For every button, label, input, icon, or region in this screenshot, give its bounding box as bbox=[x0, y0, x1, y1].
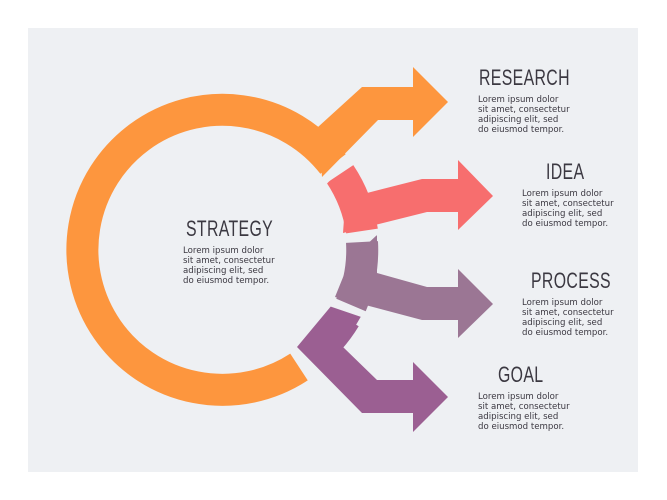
strategy-block: STRATEGY Lorem ipsum dolor sit amet, con… bbox=[183, 216, 307, 287]
text-line: sit amet, consectetur bbox=[522, 308, 614, 318]
research-description: Lorem ipsum dolor sit amet, consectetur … bbox=[478, 95, 605, 135]
text-line: adipiscing elit, sed bbox=[522, 209, 603, 219]
text-line: adipiscing elit, sed bbox=[478, 412, 559, 422]
strategy-ring bbox=[66, 93, 346, 406]
process-title: PROCESS bbox=[531, 268, 611, 293]
research-arrow bbox=[318, 67, 448, 177]
process-arrow bbox=[335, 235, 493, 338]
text-line: sit amet, consectetur bbox=[183, 256, 275, 266]
text-line: Lorem ipsum dolor bbox=[478, 392, 559, 402]
strategy-description: Lorem ipsum dolor sit amet, consectetur … bbox=[183, 246, 307, 286]
text-line: Lorem ipsum dolor bbox=[478, 95, 559, 105]
text-line: Lorem ipsum dolor bbox=[522, 298, 603, 308]
text-line: sit amet, consectetur bbox=[522, 199, 614, 209]
text-line: adipiscing elit, sed bbox=[478, 115, 559, 125]
text-line: do eiusmod tempor. bbox=[522, 219, 609, 229]
goal-arrow bbox=[297, 305, 448, 432]
strategy-title: STRATEGY bbox=[186, 216, 274, 241]
text-line: adipiscing elit, sed bbox=[183, 266, 264, 276]
research-title: RESEARCH bbox=[479, 65, 570, 90]
infographic-background bbox=[28, 28, 638, 472]
text-line: do eiusmod tempor. bbox=[478, 422, 565, 432]
text-line: sit amet, consectetur bbox=[478, 402, 570, 412]
research-block: RESEARCH Lorem ipsum dolor sit amet, con… bbox=[478, 65, 605, 136]
text-line: do eiusmod tempor. bbox=[522, 328, 609, 338]
text-line: Lorem ipsum dolor bbox=[522, 189, 603, 199]
goal-description: Lorem ipsum dolor sit amet, consectetur … bbox=[478, 392, 570, 432]
text-line: do eiusmod tempor. bbox=[183, 276, 270, 286]
text-line: sit amet, consectetur bbox=[478, 105, 570, 115]
text-line: Lorem ipsum dolor bbox=[183, 246, 264, 256]
text-line: do eiusmod tempor. bbox=[478, 125, 565, 135]
idea-arrow bbox=[343, 160, 493, 233]
process-description: Lorem ipsum dolor sit amet, consectetur … bbox=[522, 298, 642, 338]
idea-description: Lorem ipsum dolor sit amet, consectetur … bbox=[522, 189, 614, 229]
goal-block: GOAL Lorem ipsum dolor sit amet, consect… bbox=[478, 362, 570, 433]
text-line: adipiscing elit, sed bbox=[522, 318, 603, 328]
idea-block: IDEA Lorem ipsum dolor sit amet, consect… bbox=[522, 159, 614, 230]
process-block: PROCESS Lorem ipsum dolor sit amet, cons… bbox=[522, 268, 642, 339]
idea-title: IDEA bbox=[546, 159, 585, 184]
goal-title: GOAL bbox=[498, 362, 544, 387]
